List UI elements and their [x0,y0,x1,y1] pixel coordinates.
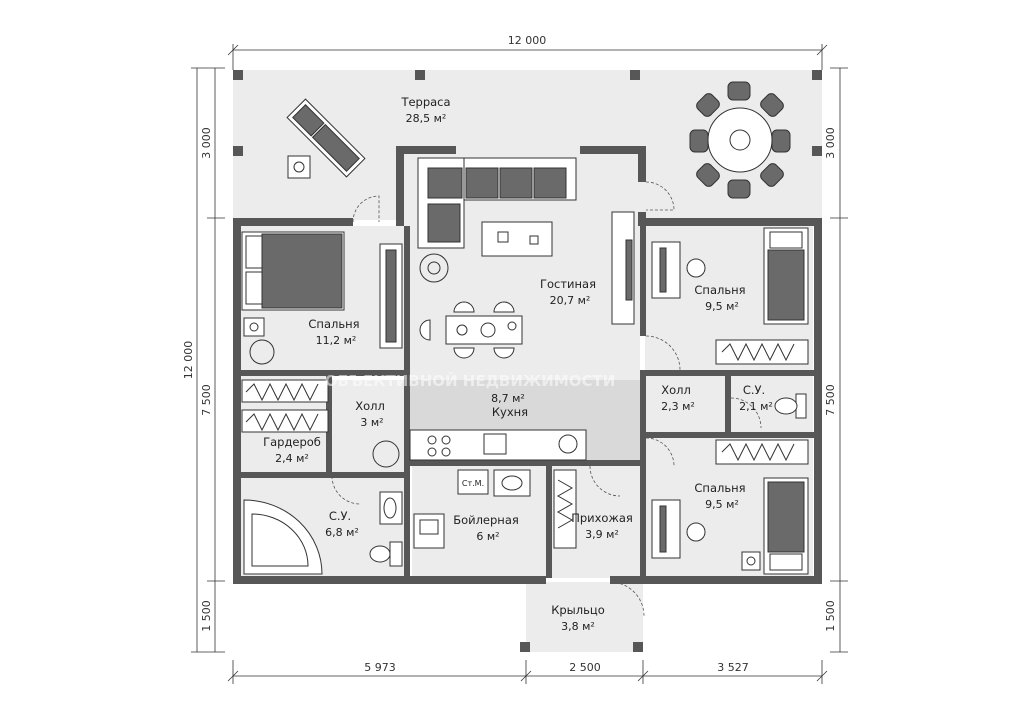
wardrobe-shelves-icon [241,379,329,433]
single-bed-icon [763,227,809,325]
room-area-entrance: 3,9 м² [585,528,619,541]
room-name-boiler: Бойлерная [453,513,519,527]
round-dining-table-icon [689,81,791,199]
room-area-bedroom-right-top: 9,5 м² [705,300,739,313]
double-bed-icon [241,231,345,311]
dim-bottom-middle: 2 500 [569,661,601,674]
room-area-hall-left: 3 м² [360,416,383,429]
room-area-kitchen: 8,7 м² [491,392,525,405]
room-area-wc-right: 2,1 м² [739,400,773,413]
room-name-bedroom-right-top: Спальня [694,283,745,297]
dim-left-top: 3 000 [200,127,213,159]
room-name-entrance: Прихожая [571,511,633,525]
plant-icon [419,253,449,283]
dim-bottom-left: 5 973 [364,661,396,674]
room-name-hall-left: Холл [355,399,385,413]
dim-right-middle: 7 500 [824,384,837,416]
plant-icon [372,440,400,468]
single-bed-icon [763,477,809,575]
dim-left-bottom: 1 500 [200,600,213,632]
closet-bottom-right-icon [715,439,809,465]
washer-label: Ст.М. [462,479,484,488]
utility-sink-icon [493,469,531,497]
sun-lounger-icon [286,98,366,178]
desk-icon [651,241,706,299]
watermark: ОБЪЕКТИВНОЙ НЕДВИЖИМОСТИ [325,371,616,390]
dining-table-icon [419,301,523,359]
nightstand-icon [741,551,761,571]
plant-icon [249,339,275,365]
coffee-table-icon [481,221,553,257]
room-area-living: 20,7 м² [550,294,591,307]
room-area-hall-right: 2,3 м² [661,400,695,413]
room-name-living: Гостиная [540,277,596,291]
toilet-icon [369,541,403,567]
hall-right-floor [645,376,725,432]
closet-top-right-icon [715,339,809,365]
washing-machine-icon: Ст.М. [457,469,489,495]
kitchen-counter-icon [409,429,587,461]
room-area-porch: 3,8 м² [561,620,595,633]
toilet-icon [774,393,807,419]
room-name-bedroom-left: Спальня [308,317,359,331]
desk-icon [651,499,706,559]
room-name-bedroom-right-bottom: Спальня [694,481,745,495]
nightstand-icon [243,317,265,337]
dim-top: 12 000 [508,34,547,47]
dimension-lines [191,44,848,684]
corner-sofa-icon [417,157,577,249]
room-area-boiler: 6 м² [476,530,499,543]
room-name-kitchen: Кухня [492,405,528,419]
hall-left-floor [332,380,408,472]
room-name-wardrobe: Гардероб [263,435,321,449]
room-area-wardrobe: 2,4 м² [275,452,309,465]
porch-floor [526,582,643,652]
boiler-icon [413,513,445,549]
room-area-bedroom-left: 11,2 м² [316,334,357,347]
sink-icon [379,491,403,525]
doors [331,181,762,617]
tv-unit-icon [611,211,635,325]
dim-right-bottom: 1 500 [824,600,837,632]
room-name-wc-left: С.У. [329,509,351,523]
room-name-wc-right: С.У. [743,383,765,397]
room-area-terrace: 28,5 м² [406,112,447,125]
dim-right-top: 3 000 [824,127,837,159]
walls [233,70,822,652]
coat-rack-icon [553,469,577,549]
room-name-terrace: Терраса [400,95,450,109]
room-labels: Терраса 28,5 м² Гостиная 20,7 м² Спальня… [263,95,773,633]
dim-left-total: 12 000 [182,341,195,380]
side-table-icon [287,155,311,179]
room-name-hall-right: Холл [661,383,691,397]
corner-bathtub-icon [243,499,323,575]
wardrobe-left-bedroom-icon [379,243,403,349]
room-name-porch: Крыльцо [551,603,605,617]
dim-bottom-right: 3 527 [717,661,749,674]
dim-left-middle: 7 500 [200,384,213,416]
room-area-wc-left: 6,8 м² [325,526,359,539]
room-area-bedroom-right-bottom: 9,5 м² [705,498,739,511]
